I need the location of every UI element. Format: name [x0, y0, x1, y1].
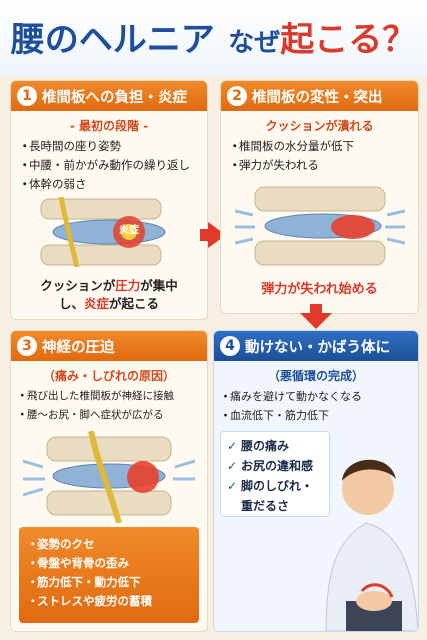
panel-2-caption: 弾力が失われ始める: [261, 282, 378, 297]
list-item: ・痛みを避けて動かなくなる: [220, 390, 362, 403]
panel-1-heading: 椎間板への負担・炎症: [42, 89, 187, 106]
symptoms-box: ✓腰の痛み ✓お尻の違和感 ✓脚のしびれ・ 重だるさ: [220, 431, 330, 517]
step-number-4: 4: [220, 336, 240, 356]
check-icon: ✓: [227, 459, 238, 473]
list-item: ・骨盤や背骨の歪み: [27, 556, 129, 570]
person-illustration: [325, 459, 418, 631]
panel-1-list: ・長時間の座り姿勢 ・中腰・前かがみ動作の繰り返し ・体幹の弱さ: [19, 137, 190, 194]
title-part-3: なぜ: [228, 28, 281, 58]
panel-step-2: 2 椎間板の変性・突出 クッションが潰れる ・椎間板の水分量が低下 ・弾力が失わ…: [220, 80, 419, 314]
list-item: ・中腰・前かがみ動作の繰り返し: [19, 158, 190, 172]
arrow-right-tail: [200, 229, 210, 241]
panel-1-subtitle: - 最初の段階 -: [69, 119, 149, 133]
panel-2-header: 2 椎間板の変性・突出: [221, 81, 418, 111]
panel-2-heading: 椎間板の変性・突出: [252, 89, 383, 106]
panel-3-subtitle: （痛み・しびれの原因）: [42, 369, 175, 383]
panel-4-heading: 動けない・かばう体に: [245, 339, 390, 356]
spine-illustration-1: [40, 197, 166, 267]
panel-4-subtitle: （悪循環の完成）: [267, 369, 364, 383]
step-number-1: 1: [17, 86, 37, 106]
panel-2-list: ・椎間板の水分量が低下 ・弾力が失われる: [229, 137, 354, 175]
title-part-4: 起こる？: [280, 20, 417, 60]
panel-1-header: 1 椎間板への負担・炎症: [11, 81, 207, 111]
list-item: ✓腰の痛み: [227, 436, 313, 456]
check-icon: ✓: [227, 479, 238, 493]
list-item: 重だるさ: [241, 499, 290, 513]
title-banner: [0, 0, 427, 76]
panel-3-list: ・飛び出した椎間板が神経に接触 ・腰〜お尻・脚へ症状が広がる: [17, 387, 174, 425]
arrow-down-icon: [300, 313, 332, 329]
arrow-down-tail: [310, 304, 322, 314]
panel-step-4: 4 動けない・かばう体に （悪循環の完成） ・痛みを避けて動かなくなる ・血流低…: [213, 330, 419, 632]
list-item: ・筋力低下・動力低下: [27, 575, 141, 589]
list-item: ・弾力が失われる: [229, 158, 319, 172]
list-item: ・血流低下・筋力低下: [220, 409, 329, 422]
list-item: ✓脚のしびれ・: [227, 476, 313, 496]
panel-step-1: 1 椎間板への負担・炎症 - 最初の段階 - ・長時間の座り姿勢 ・中腰・前かが…: [10, 80, 208, 320]
page-title: 腰のヘルニア なぜ起こる？: [0, 12, 427, 61]
panel-1-caption: クッションが圧力が集中 し、炎症が起こる: [40, 278, 178, 311]
check-icon: ✓: [227, 439, 238, 453]
list-item: ・姿勢のクセ: [27, 537, 95, 551]
list-item: ・腰〜お尻・脚へ症状が広がる: [17, 409, 164, 421]
causes-list: ・姿勢のクセ ・骨盤や背骨の歪み ・筋力低下・動力低下 ・ストレスや疲労の蓄積: [27, 535, 152, 611]
list-item: ・ストレスや疲労の蓄積: [27, 594, 152, 608]
inflammation-label: 炎症: [119, 225, 139, 236]
panel-2-subtitle: クッションが潰れる: [265, 119, 374, 133]
spine-illustration-3: [23, 431, 195, 523]
list-item: ・体幹の弱さ: [19, 177, 87, 191]
list-item: ・椎間板の水分量が低下: [229, 139, 354, 153]
spine-illustration-2: [235, 186, 405, 266]
panel-4-list: ・痛みを避けて動かなくなる ・血流低下・筋力低下: [220, 387, 362, 425]
step-number-3: 3: [17, 336, 37, 356]
panel-3-heading: 神経の圧迫: [42, 339, 115, 356]
title-part-1: 腰の: [10, 20, 79, 60]
panel-3-header: 3 神経の圧迫: [11, 331, 207, 361]
step-number-2: 2: [227, 86, 247, 106]
causes-box: ・姿勢のクセ ・骨盤や背骨の歪み ・筋力低下・動力低下 ・ストレスや疲労の蓄積: [19, 527, 199, 623]
title-part-2: ヘルニア: [78, 20, 215, 60]
list-item: ・飛び出した椎間板が神経に接触: [17, 390, 174, 402]
panel-4-header: 4 動けない・かばう体に: [214, 331, 418, 361]
panel-step-3: 3 神経の圧迫 （痛み・しびれの原因） ・飛び出した椎間板が神経に接触 ・腰〜お…: [10, 330, 208, 632]
list-item: ✓お尻の違和感: [227, 456, 313, 476]
symptoms-list: ✓腰の痛み ✓お尻の違和感 ✓脚のしびれ・ 重だるさ: [227, 436, 313, 516]
list-item: ・長時間の座り姿勢: [19, 139, 121, 153]
